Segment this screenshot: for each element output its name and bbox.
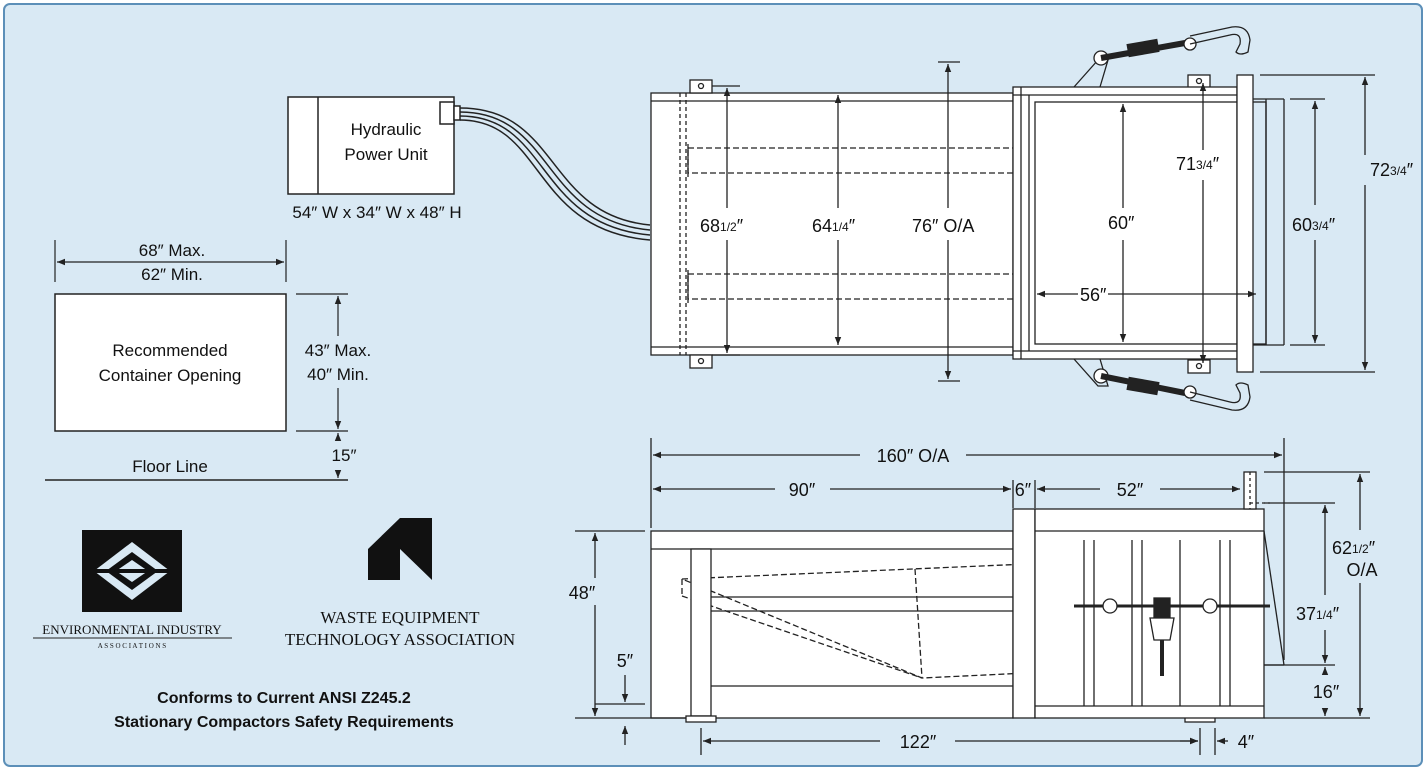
floor-line-label: Floor Line: [132, 457, 208, 476]
container-label-line2: Container Opening: [99, 366, 242, 385]
weta-name-line2: TECHNOLOGY ASSOCIATION: [285, 630, 515, 649]
dim-76-oa: 76″ O/A: [912, 216, 974, 236]
weta-name-line1: WASTE EQUIPMENT: [320, 608, 480, 627]
dim-90: 90″: [789, 480, 816, 500]
dim-60: 60″: [1108, 213, 1135, 233]
dim-56: 56″: [1080, 285, 1107, 305]
dim-52: 52″: [1117, 480, 1144, 500]
floor-gap-dimension: 15″: [332, 446, 357, 465]
hpu-label-line2: Power Unit: [344, 145, 427, 164]
container-height-min: 40″ Min.: [307, 365, 369, 384]
eia-subtitle: A S S O C I A T I O N S: [98, 642, 167, 650]
dim-6: 6″: [1015, 480, 1032, 500]
hydraulic-power-unit: [287, 96, 651, 241]
compactor-top-view: [650, 26, 1375, 411]
dim-68-1-2: 681/2″: [700, 216, 744, 236]
conformance-line1: Conforms to Current ANSI Z245.2: [157, 690, 411, 707]
hpu-label-line1: Hydraulic: [351, 120, 422, 139]
dim-16: 16″: [1313, 682, 1340, 702]
weta-logo-mark: [368, 518, 432, 580]
eia-logo-mark: [82, 530, 182, 612]
dim-64-1-4: 641/4″: [812, 216, 856, 236]
dim-48: 48″: [569, 583, 596, 603]
compactor-side-view: [575, 438, 1370, 755]
container-height-max: 43″ Max.: [305, 341, 372, 360]
dim-71-3-4: 713/4″: [1176, 154, 1220, 174]
hpu-dimensions: 54″ W x 34″ W x 48″ H: [292, 203, 461, 222]
container-width-min: 62″ Min.: [141, 265, 203, 284]
eia-name: ENVIRONMENTAL INDUSTRY: [42, 622, 222, 637]
dim-62-1-2: 621/2″: [1332, 538, 1376, 558]
conformance-line2: Stationary Compactors Safety Requirement…: [114, 714, 454, 731]
dim-4: 4″: [1238, 732, 1255, 752]
dim-60-3-4: 603/4″: [1292, 215, 1336, 235]
dim-37-1-4: 371/4″: [1296, 604, 1340, 624]
container-label-line1: Recommended: [112, 341, 227, 360]
dim-122: 122″: [900, 732, 937, 752]
dim-72-3-4: 723/4″: [1370, 160, 1414, 180]
dim-62-oa-label: O/A: [1346, 560, 1377, 580]
container-opening-diagram: [45, 240, 348, 481]
dim-160-oa: 160″ O/A: [877, 446, 949, 466]
dim-5: 5″: [617, 651, 634, 671]
container-width-max: 68″ Max.: [139, 241, 206, 260]
